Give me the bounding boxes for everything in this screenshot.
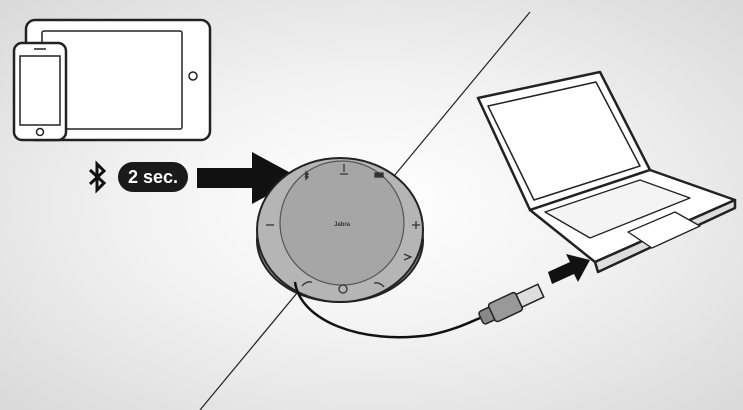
speakerphone: Jabra: [256, 157, 424, 303]
duration-label: 2 sec.: [128, 167, 178, 187]
answer-call-button[interactable]: [301, 281, 313, 287]
laptop-icon: [476, 70, 737, 274]
usb-cable: [293, 281, 481, 339]
phone-icon: [12, 41, 68, 142]
play-button[interactable]: [403, 253, 413, 261]
usb-arrow-icon: [548, 254, 590, 284]
duration-badge: 2 sec.: [118, 162, 188, 192]
mute-button[interactable]: [340, 164, 348, 175]
plus-button[interactable]: [412, 221, 420, 229]
end-call-button[interactable]: [373, 282, 385, 288]
usb-plug: [478, 283, 545, 325]
power-button[interactable]: [338, 284, 348, 294]
brand-label: Jabra: [334, 222, 351, 228]
bluetooth-button[interactable]: [304, 170, 309, 181]
battery-icon: [374, 172, 384, 178]
bluetooth-icon: [88, 160, 107, 194]
tablet-icon: [24, 18, 212, 142]
